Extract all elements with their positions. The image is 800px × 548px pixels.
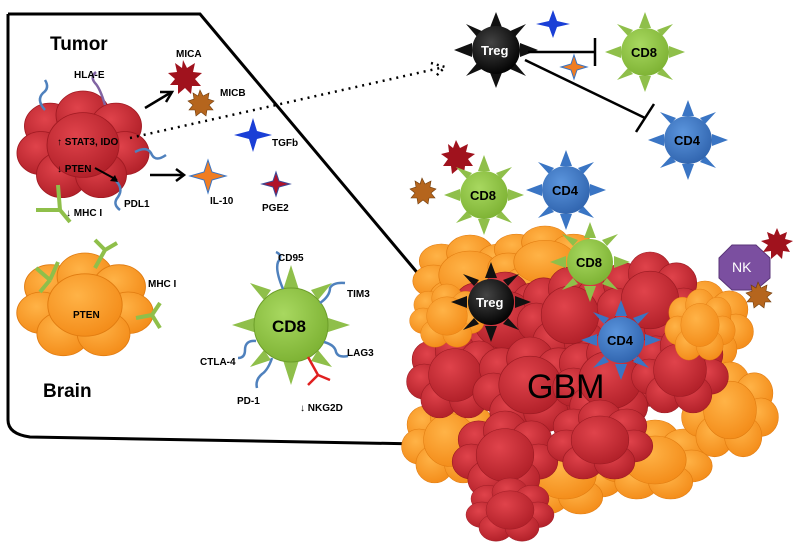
tumor-receptor-left (38, 79, 49, 111)
pten-brain-label: PTEN (73, 310, 100, 321)
arrow-to-mica-head (160, 90, 175, 103)
cd8-top-label: CD8 (631, 45, 657, 60)
pge2-label: PGE2 (262, 203, 289, 214)
cd8-tumor-spikes (550, 222, 630, 302)
pge2-star-icon (260, 170, 292, 198)
tim3-label: TIM3 (347, 289, 370, 300)
cd4-tumor-spikes (581, 300, 661, 380)
pten-pointer-head (110, 175, 118, 182)
treg-top-body (472, 26, 520, 74)
tgfb-top-star-icon (536, 10, 570, 38)
pd1-receptor (255, 357, 274, 389)
treg-tumor-spikes (451, 262, 531, 342)
cd8-top-body (621, 28, 669, 76)
cd8-mid-spikes (444, 155, 524, 235)
cd4-top-spikes (648, 100, 728, 180)
pdl1-label: PDL1 (124, 199, 150, 210)
il10-star-icon (188, 158, 228, 195)
stat3-ido-label: ↑ STAT3, IDO (57, 137, 119, 148)
arrow-to-mica (144, 91, 171, 110)
cd8-top-spikes (605, 12, 685, 92)
micb-burst-icon (187, 89, 215, 117)
inset-panel (6, 12, 442, 446)
nkg2d-receptor (306, 356, 331, 386)
mhc1-brain-label: MHC I (148, 279, 177, 290)
pten-tumor-label: ↓ PTEN (57, 164, 91, 175)
brain-title: Brain (43, 381, 92, 402)
cd4-tumor-body (598, 317, 644, 363)
cd4-mid-spikes (526, 150, 606, 230)
nk-label: NK (732, 259, 752, 275)
cd8-center-body (253, 287, 329, 363)
tumor-receptor-right (134, 147, 167, 160)
cd8-tumor-label: CD8 (576, 255, 602, 270)
micb-nk-burst-icon (745, 281, 773, 309)
treg-inhibits-cd4-bar (634, 103, 656, 133)
hla-e-receptor (91, 71, 107, 106)
cd8-center-label: CD8 (272, 317, 306, 336)
treg-top-label: Treg (481, 43, 509, 58)
cd4-tumor-label: CD4 (607, 333, 634, 348)
gbm-label: GBM (527, 368, 604, 406)
pdl1-receptor (114, 179, 122, 211)
il10-top-star-icon (559, 53, 589, 81)
pd1-label: PD-1 (237, 396, 260, 407)
il10-label: IL-10 (210, 196, 234, 207)
mhc1-brain-receptors (34, 238, 162, 330)
lag3-receptor (323, 340, 349, 358)
arrow-to-cytokines-head (175, 168, 187, 182)
cd8-tumor-body (567, 239, 613, 285)
cd4-top-body (664, 116, 712, 164)
cd8-mid-label: CD8 (470, 188, 496, 203)
micb-mid-burst-icon (409, 177, 437, 205)
cd4-mid-label: CD4 (552, 183, 579, 198)
treg-inhibits-cd4-line (524, 58, 646, 120)
cd4-mid-body (542, 166, 590, 214)
mica-mid-burst-icon (441, 140, 475, 174)
mhc1-tumor-label: ↓ MHC I (66, 208, 102, 219)
tim3-receptor (319, 281, 346, 305)
cd4-top-label: CD4 (674, 133, 701, 148)
mhc1-tumor-receptor (36, 184, 72, 224)
tumor-title: Tumor (50, 34, 108, 55)
treg-tumor-label: Treg (476, 295, 504, 310)
dotted-arrow-treg-head (430, 61, 448, 78)
mica-label: MICA (176, 49, 202, 60)
cd95-label: CD95 (278, 253, 304, 264)
ctla4-label: CTLA-4 (200, 357, 236, 368)
mica-nk-burst-icon (761, 228, 793, 259)
tgfb-star-icon (234, 118, 272, 152)
hla-e-label: HLA-E (74, 70, 105, 81)
treg-tumor-body (468, 279, 514, 325)
cd8-mid-body (460, 171, 508, 219)
cd95-receptor (275, 250, 285, 290)
tgfb-label: TGFb (272, 138, 298, 149)
micb-label: MICB (220, 88, 246, 99)
mica-burst-icon (168, 60, 202, 94)
nkg2d-label: ↓ NKG2D (300, 403, 343, 414)
cd8-center-spikes (232, 265, 350, 385)
lag3-label: LAG3 (347, 348, 374, 359)
ctla4-receptor (237, 339, 257, 360)
